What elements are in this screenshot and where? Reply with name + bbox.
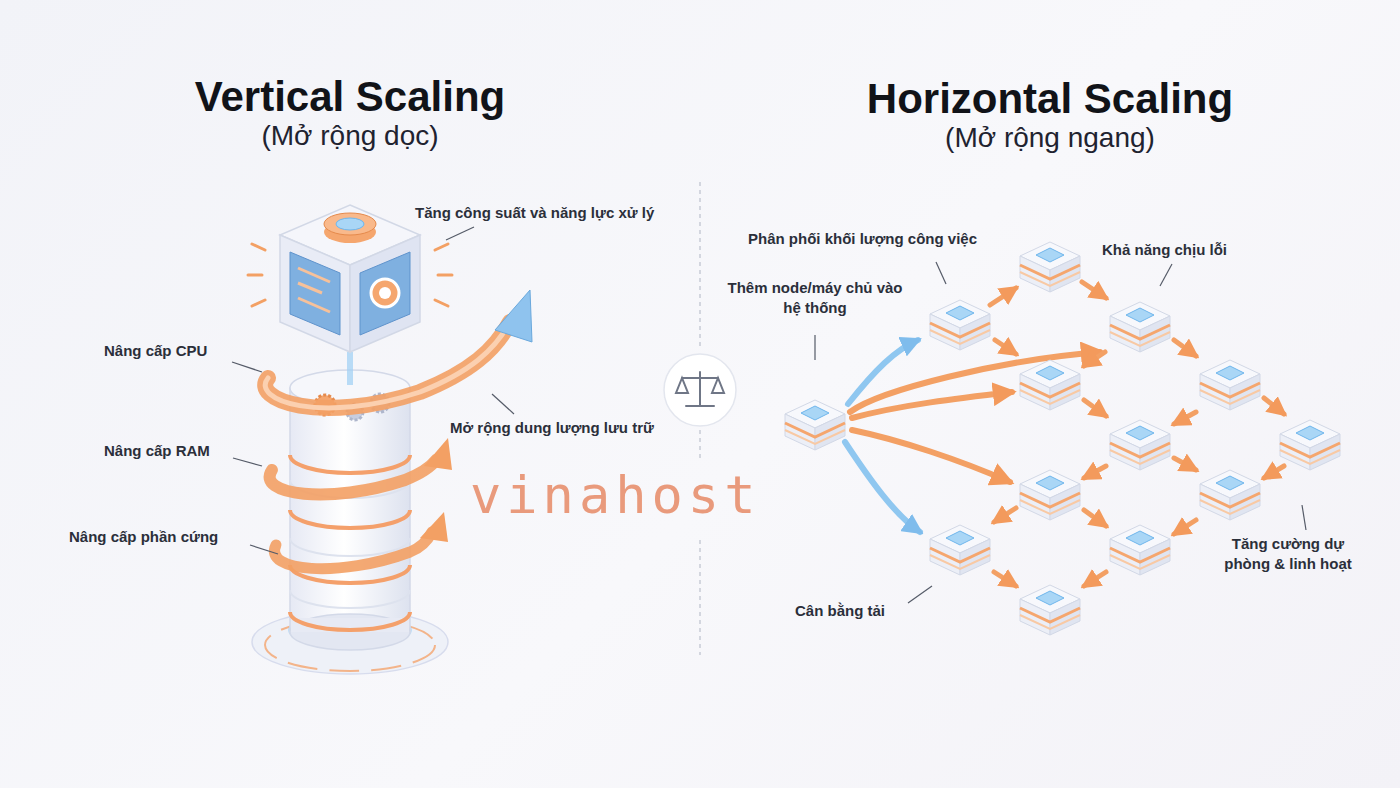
callout-label: Nâng cấp CPU xyxy=(104,341,207,361)
callout-label: Nâng cấp RAM xyxy=(104,441,210,461)
heading: Horizontal Scaling xyxy=(840,72,1260,127)
callout-label: Tăng công suất và năng lực xử lý xyxy=(415,203,654,223)
callout-label: Phân phối khối lượng công việc xyxy=(748,229,977,249)
watermark: vinahost xyxy=(470,462,760,530)
callout-label: Cân bằng tải xyxy=(795,601,885,621)
subheading: (Mở rộng ngang) xyxy=(840,120,1260,156)
callout-label: Khả năng chịu lỗi xyxy=(1102,240,1227,260)
callout-label: Mở rộng dung lượng lưu trữ xyxy=(450,418,654,438)
subheading: (Mở rộng dọc) xyxy=(150,118,550,154)
callout-label: Nâng cấp phần cứng xyxy=(69,527,218,547)
heading: Vertical Scaling xyxy=(150,70,550,125)
callout-label: Tăng cường dự phòng & linh hoạt xyxy=(1208,534,1368,573)
callout-label: Thêm node/máy chủ vào hệ thống xyxy=(722,278,908,317)
